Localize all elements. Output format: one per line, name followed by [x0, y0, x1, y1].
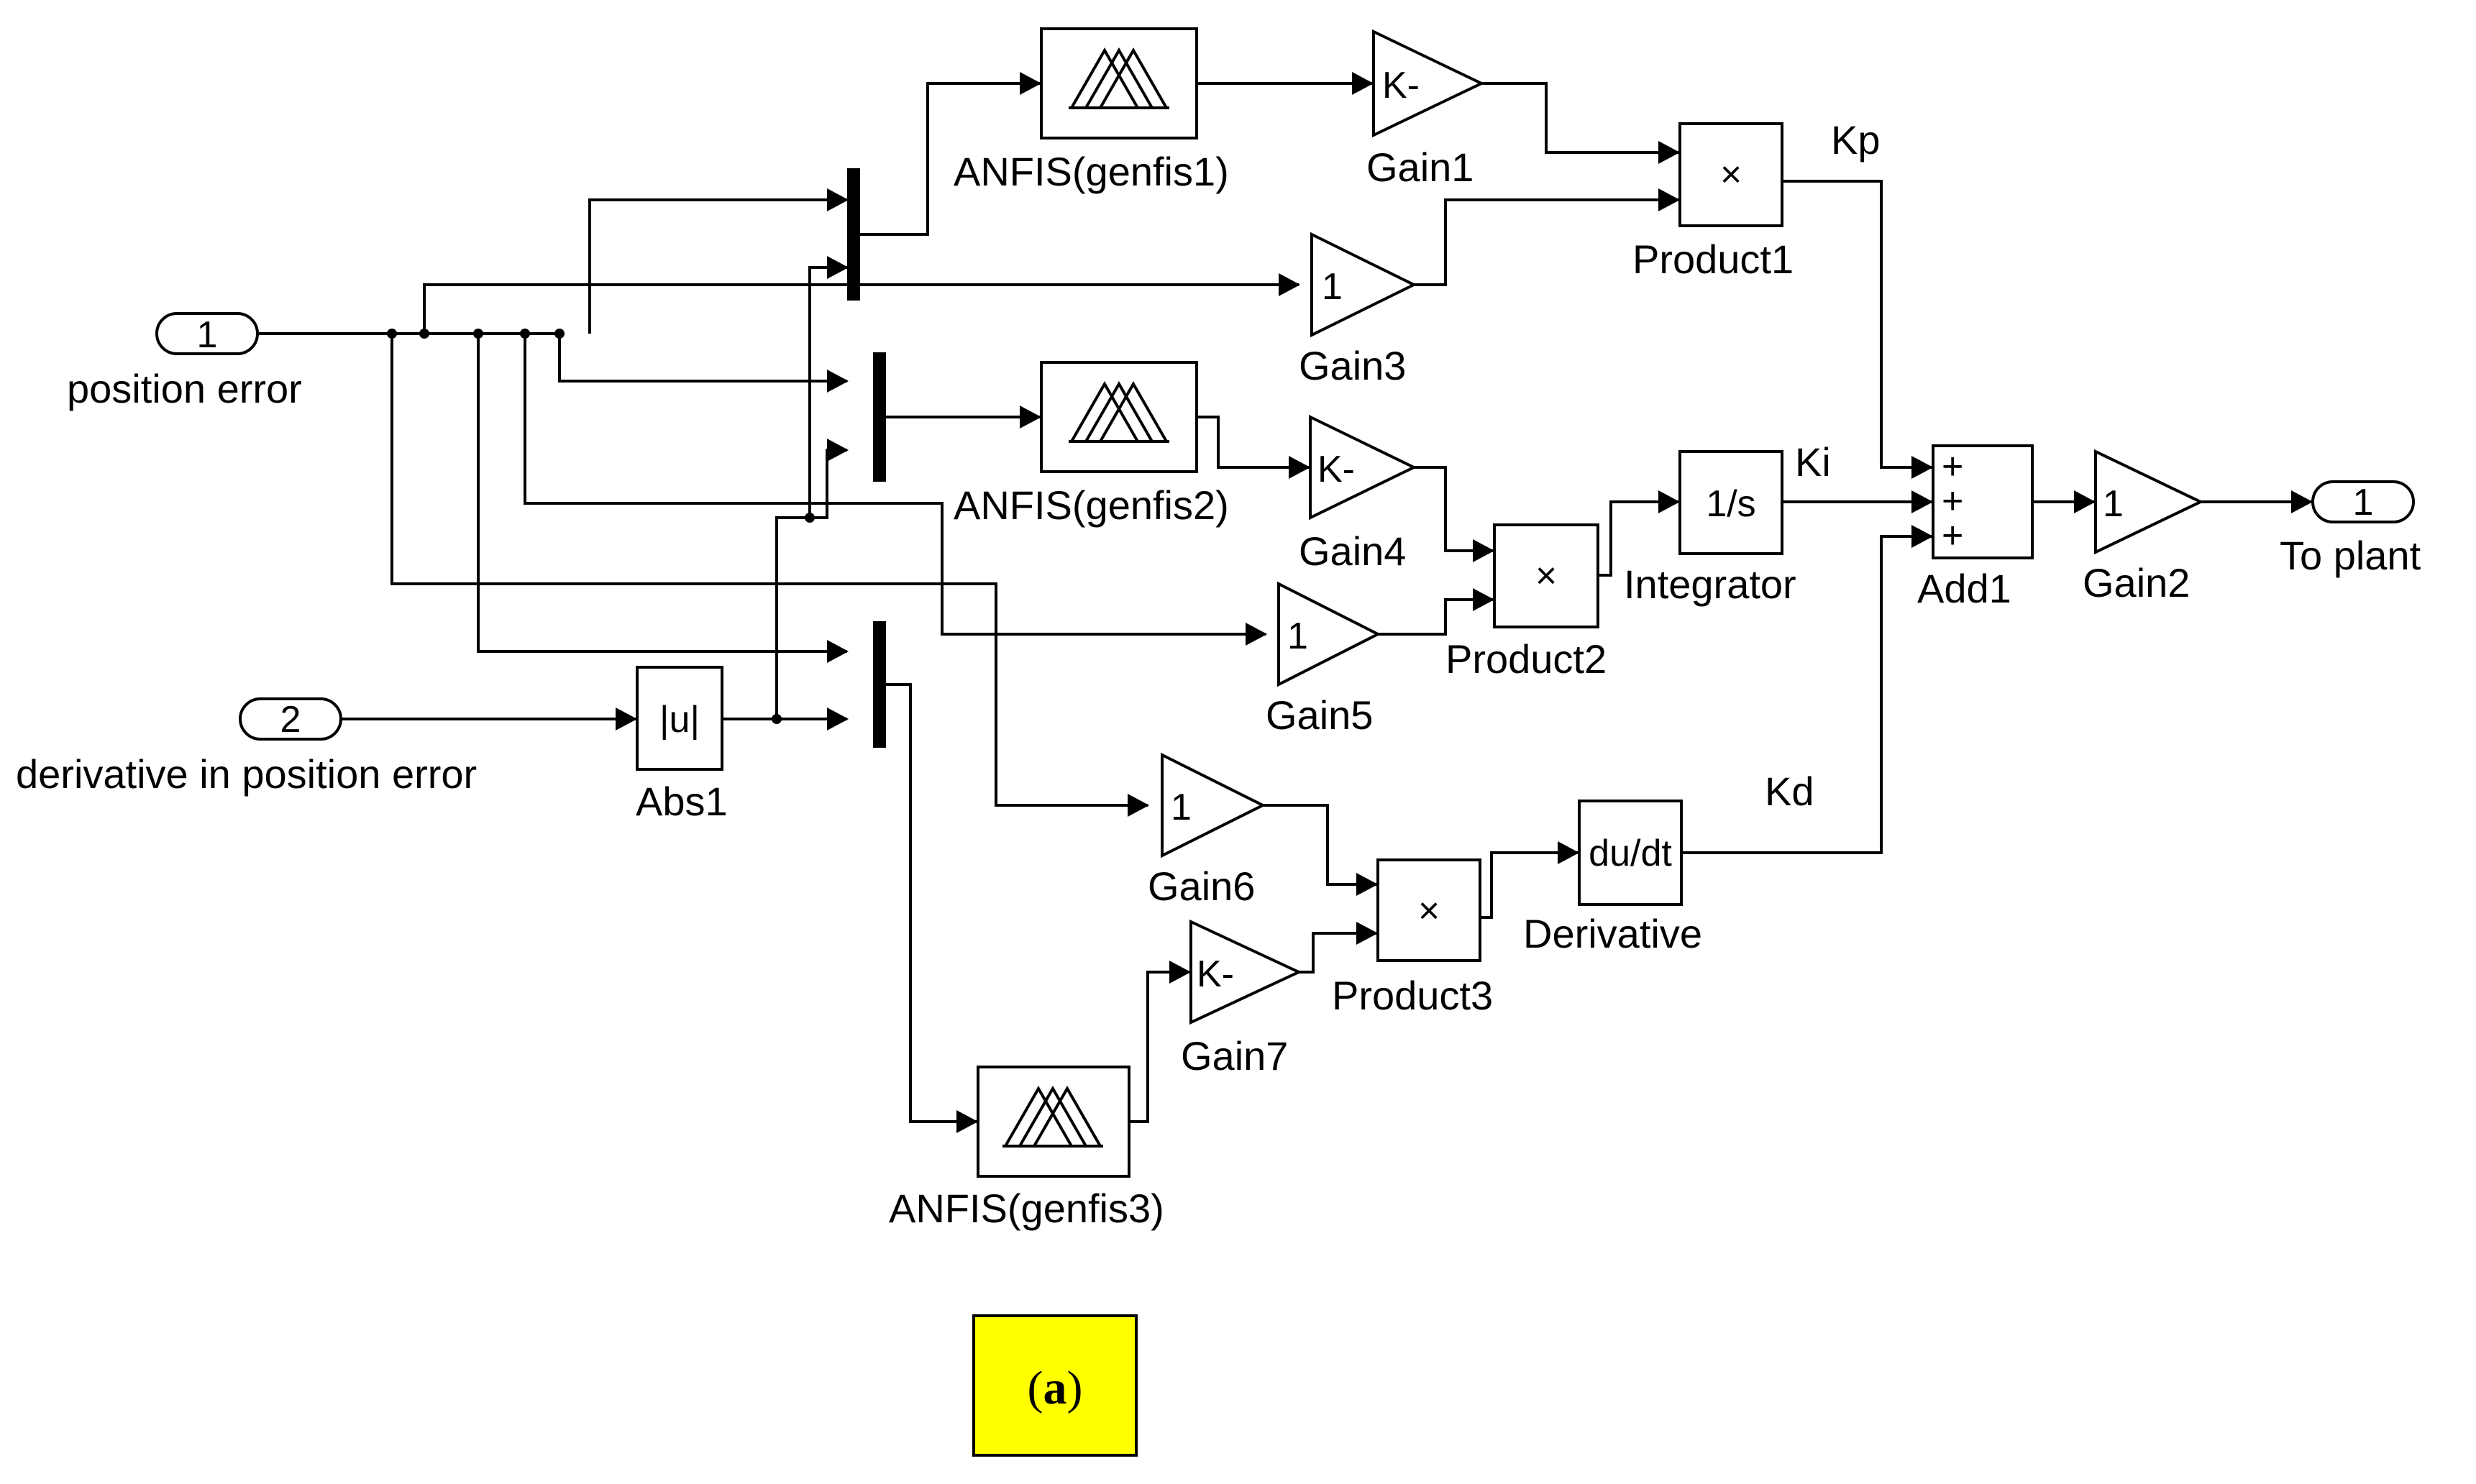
product1-label: Product1: [1632, 237, 1794, 282]
anfis-genfis2-label: ANFIS(genfis2): [954, 482, 1229, 528]
mux-1[interactable]: [847, 168, 860, 301]
gain3-label: Gain3: [1299, 343, 1406, 388]
inport-derivative-error[interactable]: 2: [239, 697, 342, 741]
gain5-value: 1: [1287, 615, 1308, 657]
mux-3[interactable]: [873, 621, 886, 748]
signal-label-kp: Kp: [1831, 117, 1881, 162]
gain7-label: Gain7: [1181, 1033, 1288, 1078]
inport-1-label: position error: [67, 366, 302, 411]
derivative-symbol: du/dt: [1589, 833, 1672, 874]
membership-functions-icon: [1069, 47, 1169, 109]
integrator-symbol: 1/s: [1706, 483, 1755, 525]
add1-block[interactable]: + + +: [1932, 444, 2034, 559]
multiply-icon: ×: [1535, 555, 1557, 597]
inport-position-error[interactable]: 1: [155, 312, 259, 356]
add1-label: Add1: [1917, 566, 2011, 611]
anfis-genfis3-label: ANFIS(genfis3): [889, 1186, 1164, 1231]
gain1-value: K-: [1382, 65, 1420, 106]
mux-2[interactable]: [873, 352, 886, 482]
gain4-value: K-: [1317, 449, 1355, 490]
add1-sign-3: +: [1942, 515, 1963, 556]
figure-caption: (a): [972, 1314, 1138, 1457]
anfis-genfis3-block[interactable]: [977, 1066, 1130, 1178]
gain5-block[interactable]: 1: [1277, 581, 1381, 687]
gain1-block[interactable]: K-: [1372, 29, 1485, 138]
multiply-icon: ×: [1418, 890, 1440, 932]
anfis-genfis2-block[interactable]: [1040, 361, 1198, 473]
membership-functions-icon: [1069, 380, 1169, 443]
gain1-label: Gain1: [1366, 145, 1474, 190]
gain6-label: Gain6: [1148, 864, 1255, 909]
outport-to-plant[interactable]: 1: [2311, 480, 2415, 523]
gain4-label: Gain4: [1299, 528, 1406, 574]
gain6-value: 1: [1171, 787, 1192, 828]
gain4-block[interactable]: K-: [1309, 414, 1417, 521]
signal-label-kd: Kd: [1765, 769, 1814, 814]
gain7-value: K-: [1197, 953, 1234, 995]
outport-1-label: To plant: [2280, 533, 2421, 578]
gain2-value: 1: [2103, 483, 2124, 525]
product3-label: Product3: [1332, 973, 1493, 1018]
gain3-value: 1: [1322, 266, 1343, 308]
gain3-block[interactable]: 1: [1310, 232, 1417, 338]
membership-functions-icon: [1002, 1085, 1103, 1148]
gain2-label: Gain2: [2083, 560, 2190, 605]
derivative-block[interactable]: du/dt: [1578, 800, 1683, 906]
gain2-block[interactable]: 1: [2094, 449, 2204, 555]
gain5-label: Gain5: [1266, 692, 1373, 738]
abs1-label: Abs1: [636, 779, 728, 824]
abs1-block[interactable]: |u|: [636, 666, 723, 771]
signal-wires: [257, 72, 2313, 1133]
gain7-block[interactable]: K-: [1189, 919, 1302, 1025]
product3-block[interactable]: ×: [1376, 858, 1481, 962]
caption-box: [972, 1314, 1138, 1457]
inport-2-number: 2: [280, 699, 301, 741]
caption-text: (a): [1028, 1362, 1083, 1414]
signal-label-ki: Ki: [1795, 439, 1831, 485]
product2-label: Product2: [1445, 636, 1607, 682]
add1-sign-2: +: [1942, 480, 1963, 522]
anfis-genfis1-block[interactable]: [1040, 27, 1198, 139]
anfis-genfis1-label: ANFIS(genfis1): [954, 149, 1229, 194]
gain6-block[interactable]: 1: [1161, 752, 1266, 858]
integrator-block[interactable]: 1/s: [1678, 450, 1783, 555]
multiply-icon: ×: [1720, 154, 1742, 196]
abs-symbol: |u|: [659, 699, 700, 741]
integrator-label: Integrator: [1624, 562, 1796, 607]
product1-block[interactable]: ×: [1678, 122, 1783, 227]
derivative-label: Derivative: [1523, 911, 1702, 956]
inport-2-label: derivative in position error: [16, 751, 477, 797]
outport-1-number: 1: [2353, 482, 2374, 523]
inport-1-number: 1: [197, 314, 218, 356]
product2-block[interactable]: ×: [1493, 523, 1599, 628]
add1-sign-1: +: [1942, 446, 1963, 487]
